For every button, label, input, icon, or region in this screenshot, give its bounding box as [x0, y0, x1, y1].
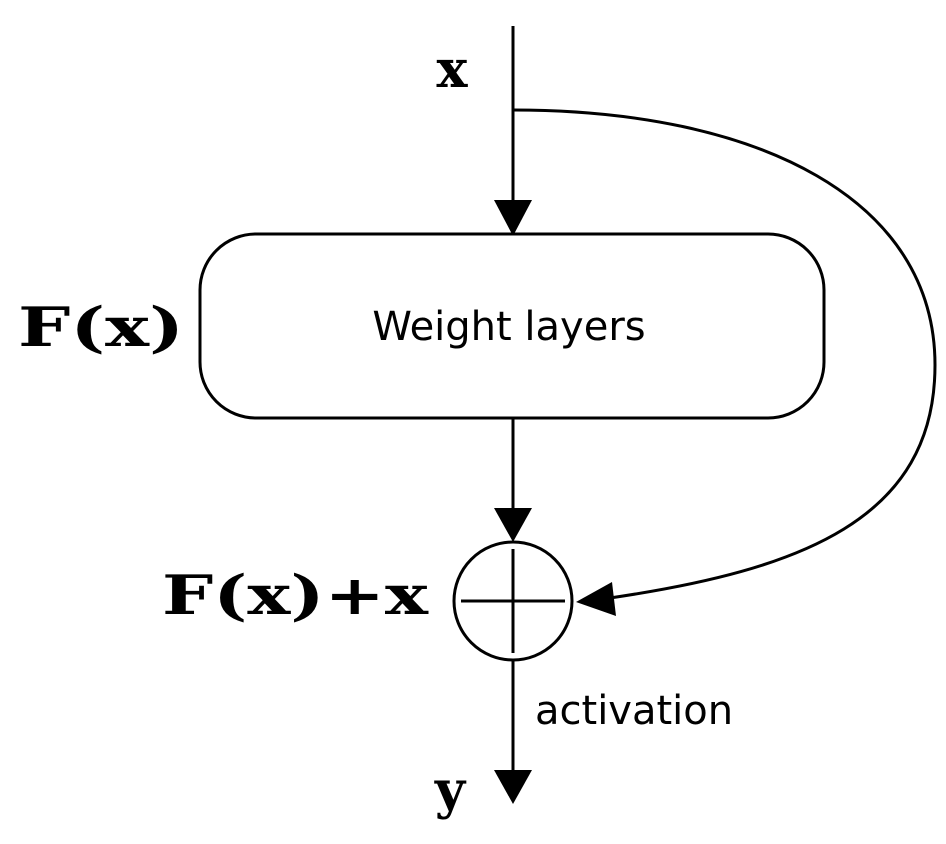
weight-layers-text: Weight layers	[372, 304, 645, 350]
output-arrowhead	[494, 770, 532, 804]
sum-label: F(x)+x	[162, 563, 429, 627]
input-label: x	[436, 39, 468, 100]
weight-to-sum-arrowhead	[494, 508, 532, 542]
block-function-label: F(x)	[18, 295, 184, 359]
activation-label: activation	[535, 688, 733, 734]
skip-connection-curve	[512, 108, 937, 600]
skip-connection-arrowhead	[576, 582, 616, 616]
output-label: y	[434, 760, 467, 821]
input-arrowhead	[494, 200, 532, 236]
